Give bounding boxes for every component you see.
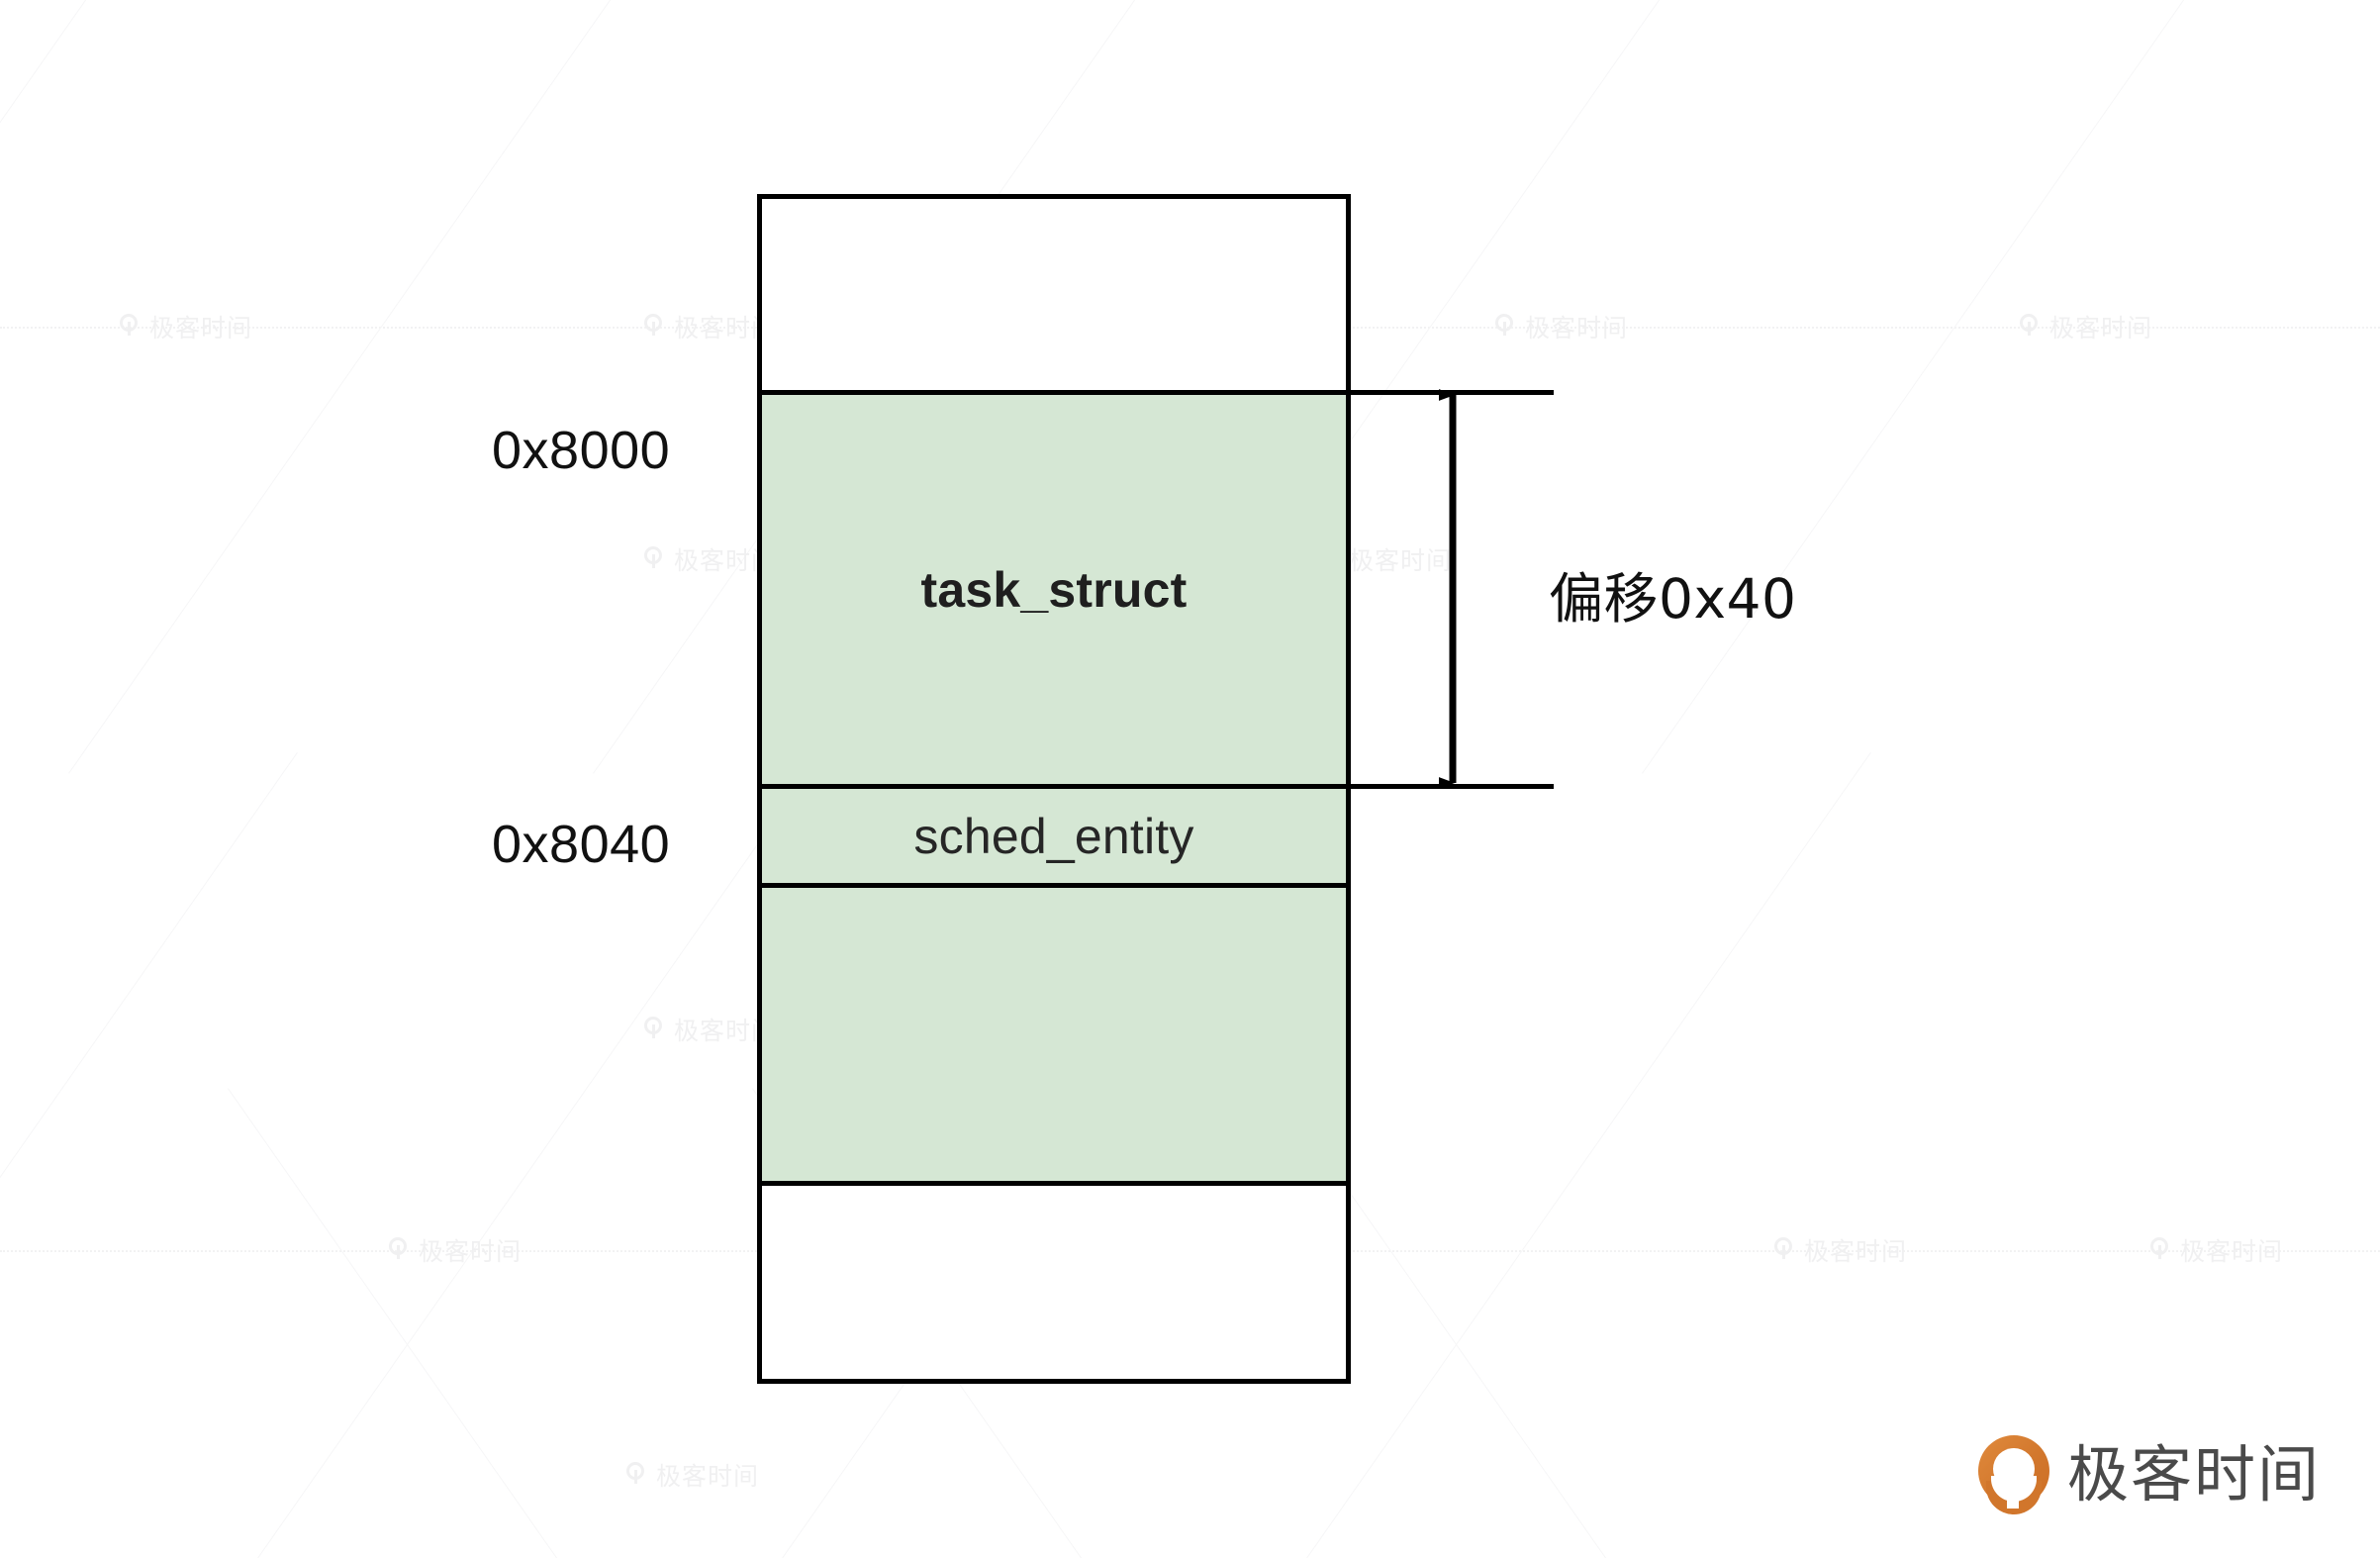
segment-sched-entity-label: sched_entity <box>913 809 1194 864</box>
divider-sched-entity-end <box>757 883 1351 888</box>
divider-0x8040 <box>757 784 1351 789</box>
offset-annotation-label: 偏移0x40 <box>1549 567 1797 631</box>
divider-0x8000 <box>757 390 1351 395</box>
segment-task-struct: task_struct <box>762 393 1346 787</box>
address-label-0x8000: 0x8000 <box>492 421 671 480</box>
geektime-logo-icon <box>1977 1435 2049 1514</box>
segment-sched-entity: sched_entity <box>762 787 1346 886</box>
segment-task-struct-label: task_struct <box>920 562 1188 618</box>
brand-name: 极客时间 <box>2066 1438 2321 1510</box>
brand-logo: 极客时间 <box>1977 1435 2321 1514</box>
divider-green-end <box>757 1181 1351 1186</box>
offset-arrow <box>1405 381 1457 797</box>
address-label-0x8040: 0x8040 <box>492 815 671 874</box>
